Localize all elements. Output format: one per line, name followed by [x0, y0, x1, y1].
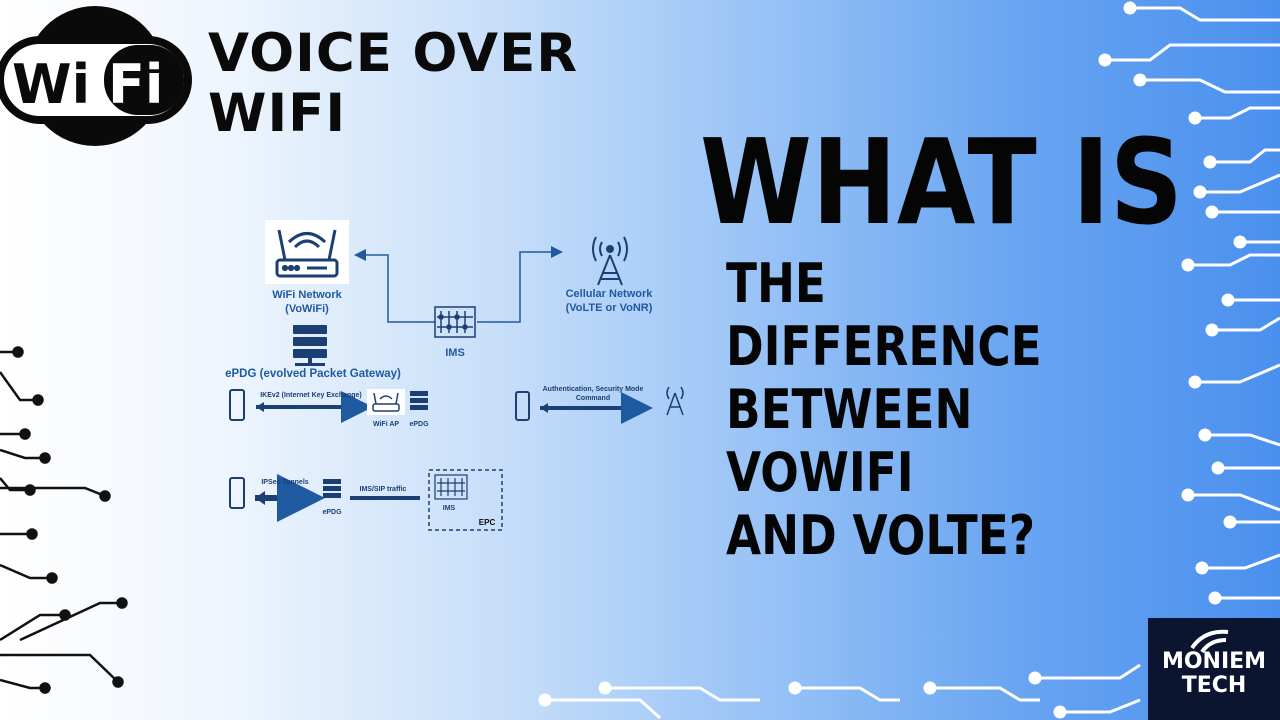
phone-icon-3 [229, 477, 245, 509]
connector-ims-cellular [477, 246, 563, 323]
ikev2-label: IKEv2 (Internet Key Exchange) [260, 392, 362, 399]
headline-line-2: WIFI [208, 83, 347, 144]
brand-line-2: TECH [1181, 673, 1247, 698]
headline: VOICE OVER WIFI [208, 24, 608, 144]
subtitle-line-1: THE [726, 252, 826, 315]
circuit-left [0, 346, 128, 694]
headline-line-1: VOICE OVER [208, 23, 579, 84]
wifi-network-label: WiFi Network [272, 289, 342, 301]
ims-small-label: IMS [443, 505, 456, 512]
cell-tower-icon [592, 236, 628, 286]
epdg-label-2: ePDG [322, 509, 342, 516]
brand-line-1: MONIEM [1161, 649, 1267, 674]
epc-label: EPC [479, 518, 496, 527]
wifi-logo-right-text: Fi [108, 53, 163, 116]
epdg-server-icon [293, 325, 327, 366]
auth-label-line-2: Command [576, 395, 610, 402]
subtitle-line-4: VOWIFI [726, 441, 914, 504]
wifi-logo-left-text: Wi [12, 53, 90, 116]
main-title: WHAT IS [700, 113, 1183, 251]
cellular-network-label: Cellular Network [566, 288, 654, 300]
brand-signal-icon [1190, 629, 1229, 654]
epdg-label-1: ePDG [409, 421, 429, 428]
ims-sip-label: IMS/SIP traffic [360, 486, 407, 493]
brand-logo: MONIEM TECH [1148, 618, 1280, 720]
phone-icon-2 [515, 391, 530, 421]
epdg-small-icon [410, 391, 428, 410]
wifi-ap-label: WiFi AP [373, 421, 399, 428]
ims-label: IMS [445, 347, 465, 359]
subtitle-line-3: BETWEEN [726, 378, 973, 441]
circuit-right [1098, 1, 1280, 605]
ipsec-label: IPSec Tunnels [261, 479, 308, 486]
subtitle-line-5: AND VOLTE? [726, 504, 1036, 567]
wifi-network-sublabel: (VoWiFi) [285, 303, 329, 315]
cellular-network-sublabel: (VoLTE or VoNR) [566, 302, 653, 314]
circuit-bottom [538, 663, 1141, 720]
subtitle: THE DIFFERENCE BETWEEN VOWIFI AND VOLTE? [726, 252, 1096, 567]
epc-box [428, 469, 503, 531]
brand-text: MONIEM TECH [1148, 650, 1280, 698]
epdg-full-label: ePDG (evolved Packet Gateway) [225, 368, 401, 380]
connector-ims-wifi [354, 249, 435, 323]
network-diagram: WiFi Network (VoWiFi) IMS Cellular Netwo… [225, 220, 684, 531]
phone-icon [229, 389, 245, 421]
auth-label-line-1: Authentication, Security Mode [543, 386, 644, 393]
ims-icon [434, 306, 476, 338]
wifi-logo-icon: Wi Fi [0, 6, 192, 146]
cell-tower-small-icon [666, 386, 684, 416]
wifi-ap-icon [372, 392, 400, 412]
epdg-small-icon-2 [323, 479, 341, 498]
ims-small-icon [434, 474, 468, 500]
subtitle-line-2: DIFFERENCE [726, 315, 1042, 378]
router-icon [275, 229, 339, 278]
